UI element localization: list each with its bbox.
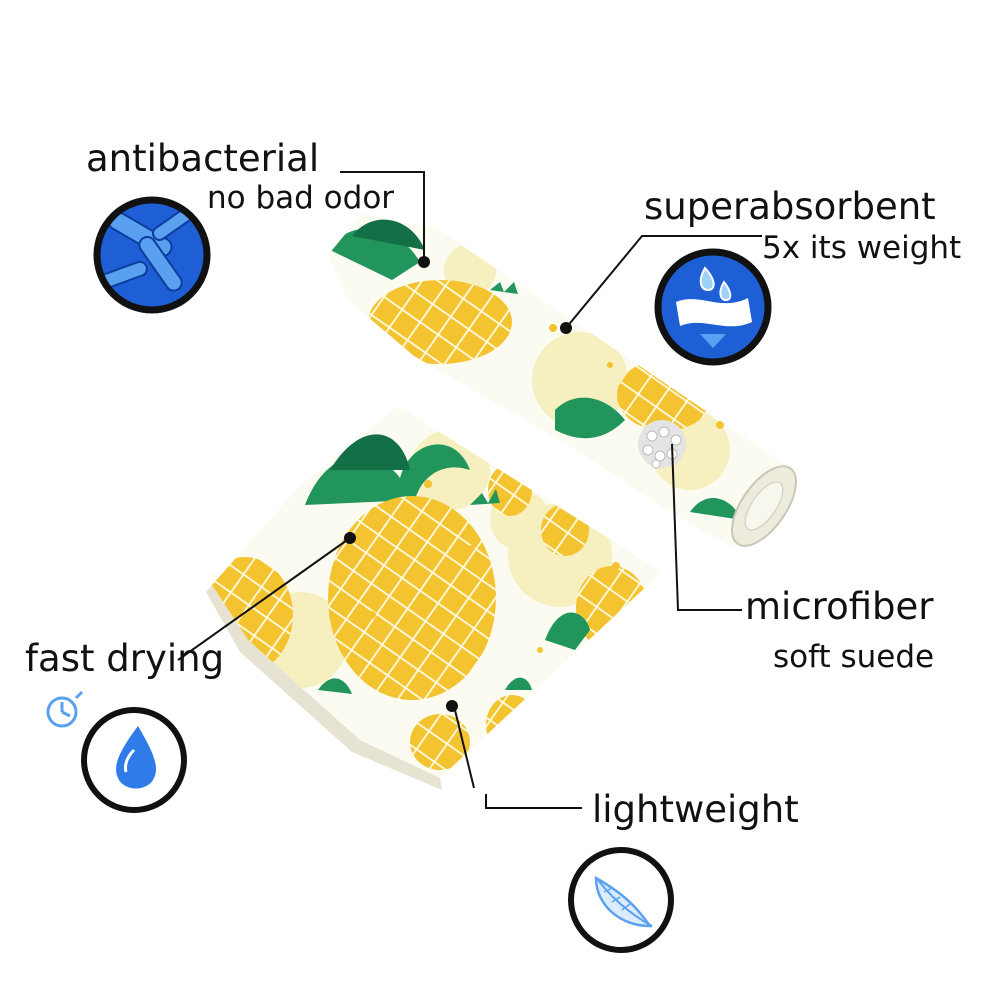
bacteria-icon [93,196,211,314]
lightweight-leader [485,794,582,809]
water-drop-icon [81,707,187,813]
microfiber-sublabel: soft suede [773,639,935,675]
rolled-towel [328,214,797,548]
superabsorbent-sublabel: 5x its weight [762,230,962,266]
superabsorbent-leader [565,235,762,329]
superabsorbent-label: superabsorbent [644,185,936,228]
water-drop-absorb-icon [654,248,772,366]
antibacterial-sublabel: no bad odor [207,180,395,216]
leader-lines [177,171,762,809]
fast-drying-leader [177,537,351,661]
microfiber-leader [671,443,742,611]
lightweight-label: lightweight [592,788,799,831]
fiber-closeup-icon [638,420,686,469]
microfiber-label: microfiber [745,585,934,628]
fast-drying-label: fast drying [25,637,225,680]
antibacterial-label: antibacterial [86,137,320,180]
stopwatch-icon [46,690,84,728]
feather-icon [568,847,674,953]
leader-dots [344,256,572,712]
antibacterial-leader [340,171,425,262]
folded-edge-leader [453,705,475,789]
